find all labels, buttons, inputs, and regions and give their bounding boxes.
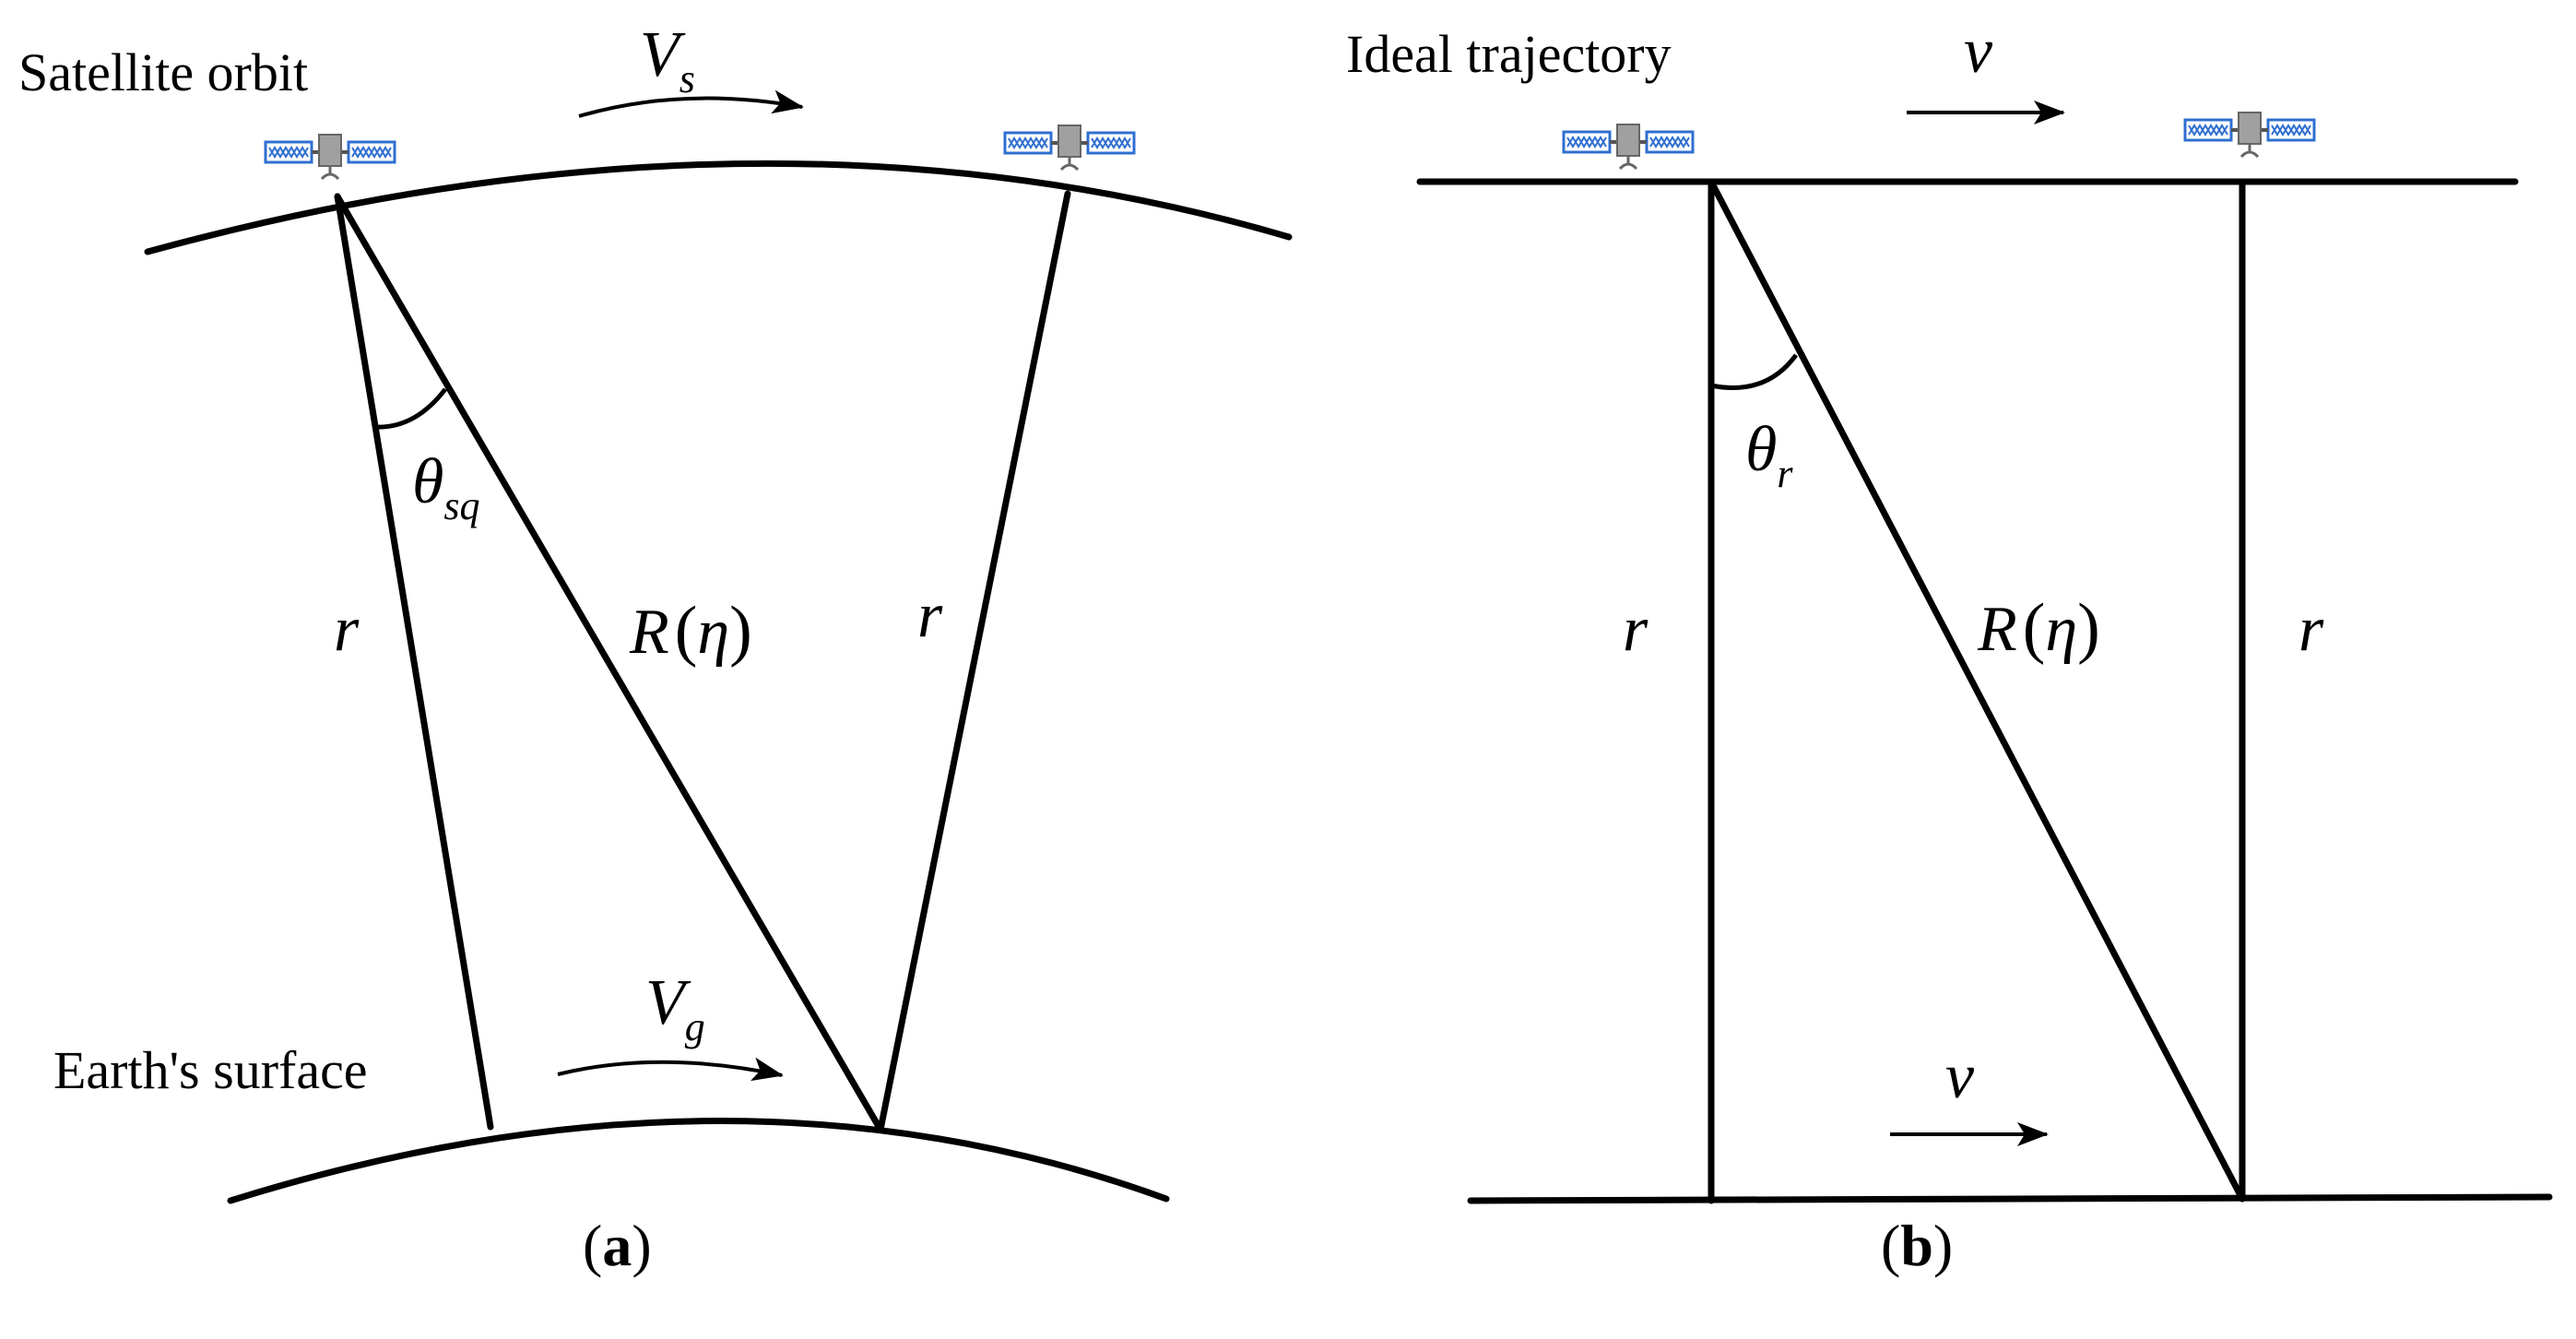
- range-r-eta-label: R(η): [1977, 590, 2100, 666]
- v-top-label: v: [1964, 16, 1993, 87]
- v-bottom-label: v: [1945, 1041, 1975, 1112]
- r-right-label: r: [917, 580, 943, 651]
- r-left-label: r: [1623, 594, 1648, 665]
- caption-b: (b): [1881, 1213, 1953, 1278]
- slant-range-line: [334, 193, 884, 1133]
- caption-a: (a): [583, 1213, 652, 1278]
- ideal-trajectory-label: Ideal trajectory: [1346, 24, 1672, 84]
- vg-arrow-icon: [557, 1057, 784, 1082]
- vg-label: Vg: [645, 967, 705, 1049]
- satellite-icon: [1562, 123, 1695, 171]
- satellite-orbit-label: Satellite orbit: [18, 42, 308, 102]
- r-left-label: r: [334, 594, 360, 665]
- r-right-label: r: [2298, 594, 2324, 665]
- theta-r-label: θr: [1745, 414, 1793, 496]
- satellite-icon: [1003, 124, 1136, 172]
- ground-line: [1467, 1193, 2553, 1204]
- panel-a: Satellite orbit Earth's surface Vs Vg θs…: [18, 19, 1293, 1278]
- range-line-right-r: [877, 190, 1071, 1133]
- earth-surface-arc: [227, 1118, 1170, 1204]
- squint-angle-arc: [374, 387, 447, 430]
- vs-arrow-icon: [578, 89, 804, 118]
- theta-sq-label: θsq: [412, 446, 480, 528]
- satellite-orbit-arc: [144, 160, 1293, 255]
- satellite-icon: [2183, 111, 2316, 159]
- slant-range-line: [1707, 178, 2246, 1203]
- panel-b: Ideal trajectory v v θr r r R(η) (b): [1346, 16, 2553, 1278]
- earth-surface-label: Earth's surface: [53, 1040, 368, 1100]
- vs-label: Vs: [640, 19, 695, 101]
- theta-r-angle-arc: [1710, 353, 1799, 390]
- range-line-left-r: [334, 193, 494, 1131]
- range-r-eta-label: R(η): [629, 593, 752, 669]
- satellite-icon: [264, 133, 396, 181]
